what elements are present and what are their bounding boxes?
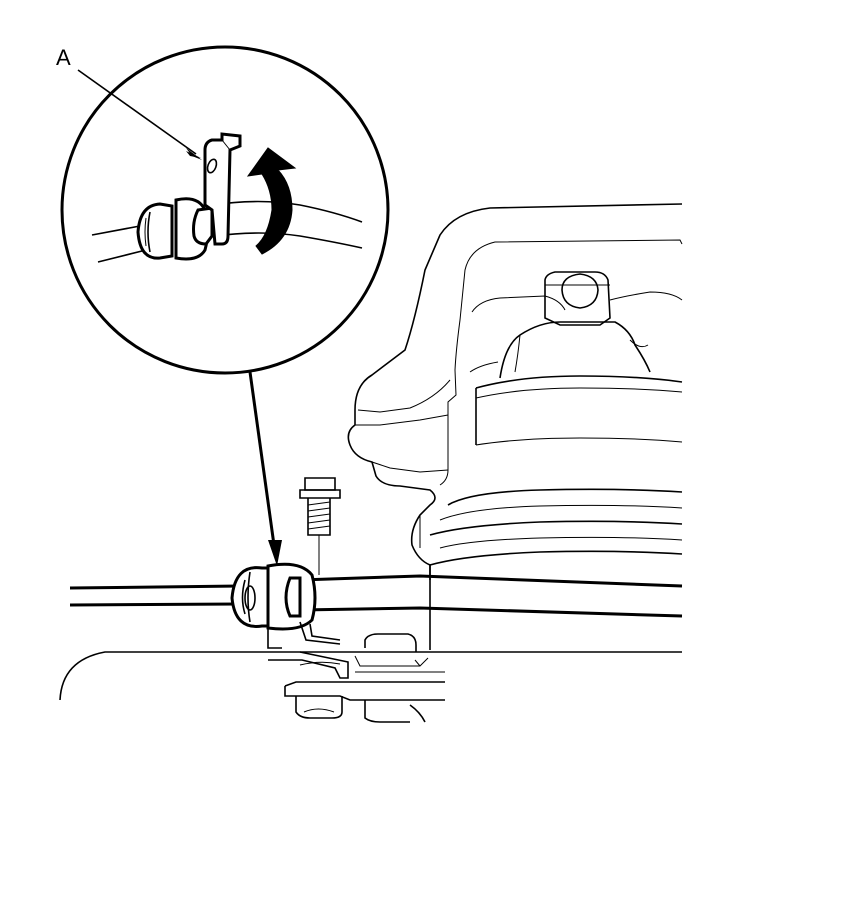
- subframe: [59, 651, 682, 701]
- bushing-bracket: [267, 621, 445, 723]
- detail-circle: [60, 45, 390, 375]
- callout-label-a: A: [56, 45, 71, 70]
- bar-bushing: [230, 562, 317, 631]
- curved-arrow-icon: [246, 147, 297, 255]
- strut-assembly: [347, 203, 683, 650]
- arrow-down-icon: [248, 371, 282, 566]
- stabilizer-bar: [69, 574, 683, 618]
- mounting-bolt: [299, 477, 341, 575]
- callout-a-leader: [77, 69, 202, 160]
